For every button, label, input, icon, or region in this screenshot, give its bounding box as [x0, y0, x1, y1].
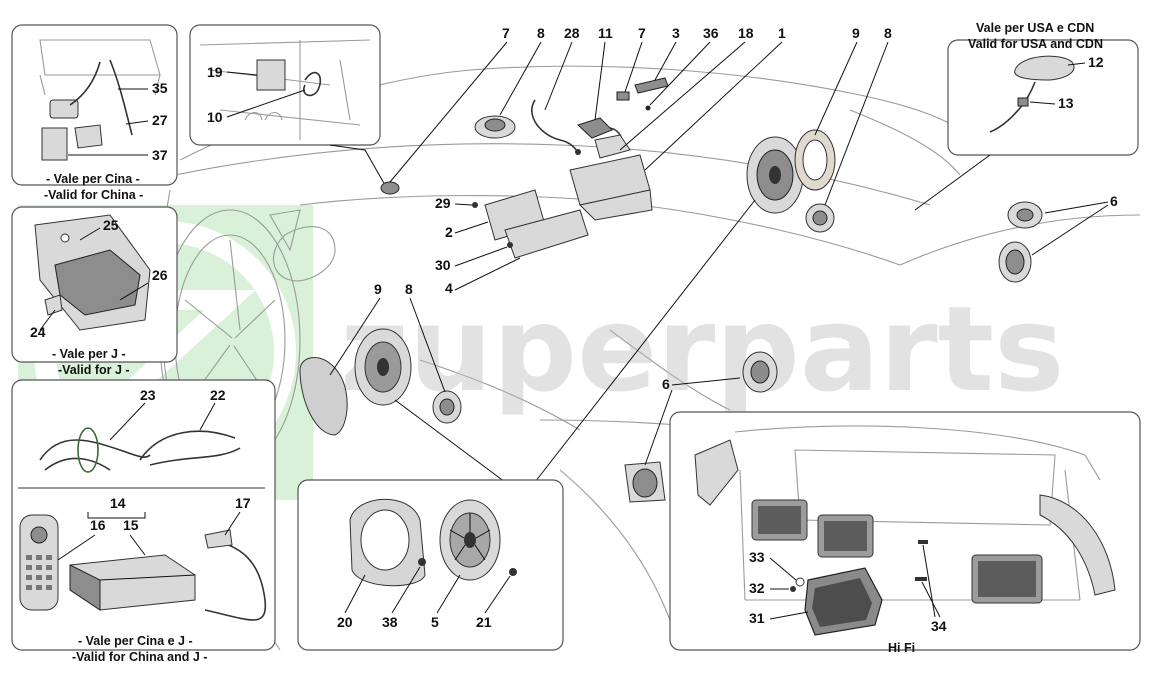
callout-22: 22 — [210, 387, 226, 403]
callout-27: 27 — [152, 112, 168, 128]
callout-16: 16 — [90, 517, 106, 533]
callout-28: 28 — [564, 25, 580, 41]
part-34-clip-a — [918, 540, 928, 544]
callout-6b: 6 — [662, 376, 670, 392]
callout-35: 35 — [152, 80, 168, 96]
panel-usa-cdn: Vale per USA e CDN Valid for USA and CDN… — [914, 21, 1139, 211]
callout-6a: 6 — [1110, 193, 1118, 209]
grille-center — [817, 514, 874, 558]
part-6-speaker-right-a — [1007, 201, 1043, 229]
caption-china-japan-en: -Valid for China and J - — [72, 650, 207, 664]
callout-11: 11 — [598, 25, 613, 41]
panel-china-japan: 23 22 14 16 15 17 - Vale per Cina e J - … — [11, 379, 276, 664]
callout-8c: 8 — [405, 281, 413, 297]
part-4-bracket — [504, 209, 589, 259]
part-29-screw — [472, 202, 478, 208]
callout-26: 26 — [152, 267, 168, 283]
callout-5: 5 — [431, 614, 439, 630]
callout-4: 4 — [445, 280, 453, 296]
part-8-tweeter-mid — [432, 390, 462, 424]
callout-34: 34 — [931, 618, 947, 634]
callout-10: 10 — [207, 109, 223, 125]
panel-detail-19-10: 19 10 — [189, 24, 386, 186]
part-8-tweeter-right — [805, 203, 835, 233]
panel-hifi: 33 32 31 34 Hi Fi — [669, 411, 1141, 655]
callout-25: 25 — [103, 217, 119, 233]
caption-hifi: Hi Fi — [888, 641, 915, 655]
part-20-ring — [349, 498, 426, 587]
callout-33: 33 — [749, 549, 765, 565]
callout-14: 14 — [110, 495, 126, 511]
caption-japan-en: -Valid for J - — [58, 363, 130, 377]
part-9-ring-mid — [299, 357, 348, 436]
caption-china-japan-it: - Vale per Cina e J - — [78, 634, 193, 648]
callout-32: 32 — [749, 580, 765, 596]
callout-13: 13 — [1058, 95, 1074, 111]
part-1-head-unit — [569, 134, 653, 221]
grille-right — [971, 554, 1043, 604]
callout-12: 12 — [1088, 54, 1104, 70]
callout-7a: 7 — [502, 25, 510, 41]
part-8-tweeter-top — [474, 115, 516, 139]
callout-31: 31 — [749, 610, 765, 626]
watermark-text: zuperparts — [340, 280, 1064, 418]
callout-29: 29 — [435, 195, 451, 211]
callout-23: 23 — [140, 387, 156, 403]
caption-china-en: -Valid for China - — [44, 188, 143, 202]
part-6-speaker-center-b — [624, 461, 666, 503]
callout-20: 20 — [337, 614, 353, 630]
callout-3: 3 — [672, 25, 680, 41]
part-7-tweeter — [380, 181, 400, 195]
callout-36: 36 — [703, 25, 719, 41]
part-31-grille — [804, 567, 883, 636]
part-5-speaker — [439, 499, 501, 581]
callout-21: 21 — [476, 614, 492, 630]
callout-37: 37 — [152, 147, 168, 163]
callout-7b: 7 — [638, 25, 646, 41]
callout-30: 30 — [435, 257, 451, 273]
callout-8b: 8 — [884, 25, 892, 41]
callout-18: 18 — [738, 25, 754, 41]
grille-left — [751, 499, 808, 541]
callout-8a: 8 — [537, 25, 545, 41]
part-34-clip-b — [915, 577, 927, 581]
mirror-drawing — [269, 209, 336, 282]
caption-japan-it: - Vale per J - — [52, 347, 126, 361]
panel-china: 35 27 37 - Vale per Cina - -Valid for Ch… — [11, 24, 178, 202]
callout-15: 15 — [123, 517, 139, 533]
part-21-screw — [509, 568, 517, 576]
part-6-speaker-right-b — [998, 241, 1032, 283]
callout-17: 17 — [235, 495, 251, 511]
panel-speaker-exploded: 20 38 5 21 — [297, 479, 564, 651]
callout-38: 38 — [382, 614, 398, 630]
callout-9a: 9 — [852, 25, 860, 41]
callout-9b: 9 — [374, 281, 382, 297]
callout-2: 2 — [445, 224, 453, 240]
part-32-screw — [790, 586, 796, 592]
caption-usa-cdn-it: Vale per USA e CDN — [976, 21, 1094, 35]
part-9-ring-top — [794, 129, 836, 191]
callout-1: 1 — [778, 25, 786, 41]
part-33-washer — [795, 577, 805, 587]
caption-usa-cdn-en: Valid for USA and CDN — [968, 37, 1103, 51]
caption-china-it: - Vale per Cina - — [46, 172, 140, 186]
callout-24: 24 — [30, 324, 46, 340]
part-28-cable — [531, 99, 581, 155]
part-woofer-door-top — [746, 136, 804, 214]
panel-japan: 25 26 24 - Vale per J - -Valid for J - — [11, 206, 178, 377]
callout-19: 19 — [207, 64, 223, 80]
part-6-speaker-center-a — [742, 351, 778, 393]
part-38-screw — [418, 558, 426, 566]
part-woofer-mid — [354, 328, 412, 406]
remote-keypad — [26, 555, 52, 590]
part-30-screw — [507, 242, 513, 248]
